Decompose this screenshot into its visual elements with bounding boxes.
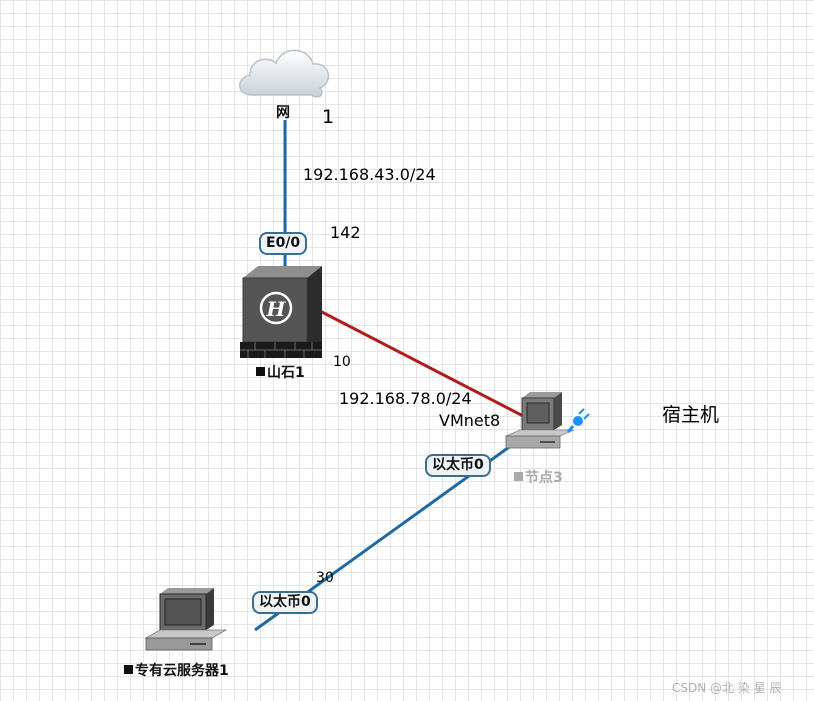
port-badge-server-eth0[interactable]: 以太币0 (252, 591, 318, 614)
firewall-number-10: 10 (333, 354, 351, 370)
vmnet-label: VMnet8 (439, 411, 501, 430)
host-computer-icon[interactable] (505, 392, 590, 449)
port-badge-host-eth0[interactable]: 以太币0 (425, 454, 491, 477)
square-icon (256, 367, 265, 376)
firewall-label: 山石1 (256, 362, 305, 382)
server-computer-icon[interactable] (144, 588, 228, 651)
port-badge-e00[interactable]: E0/0 (259, 232, 308, 255)
cloud-icon[interactable] (239, 49, 330, 98)
watermark: CSDN @北 染 星 辰 (672, 681, 782, 695)
link-firewall-host (317, 308, 528, 420)
server-label: 专有云服务器1 (124, 660, 229, 680)
host-label: 节点3 (514, 467, 563, 487)
svg-text:H: H (266, 297, 287, 321)
network-1-label: 192.168.43.0/24 (303, 165, 436, 184)
cloud-number: 1 (322, 106, 335, 128)
square-icon (124, 665, 133, 674)
network-2-label: 192.168.78.0/24 (339, 389, 472, 408)
server-number-30: 30 (316, 570, 334, 586)
cloud-label: 网 (276, 105, 290, 121)
firewall-number-142: 142 (330, 223, 361, 242)
square-icon (514, 472, 523, 481)
firewall-icon[interactable]: H (240, 266, 322, 358)
host-description: 宿主机 (662, 404, 720, 426)
